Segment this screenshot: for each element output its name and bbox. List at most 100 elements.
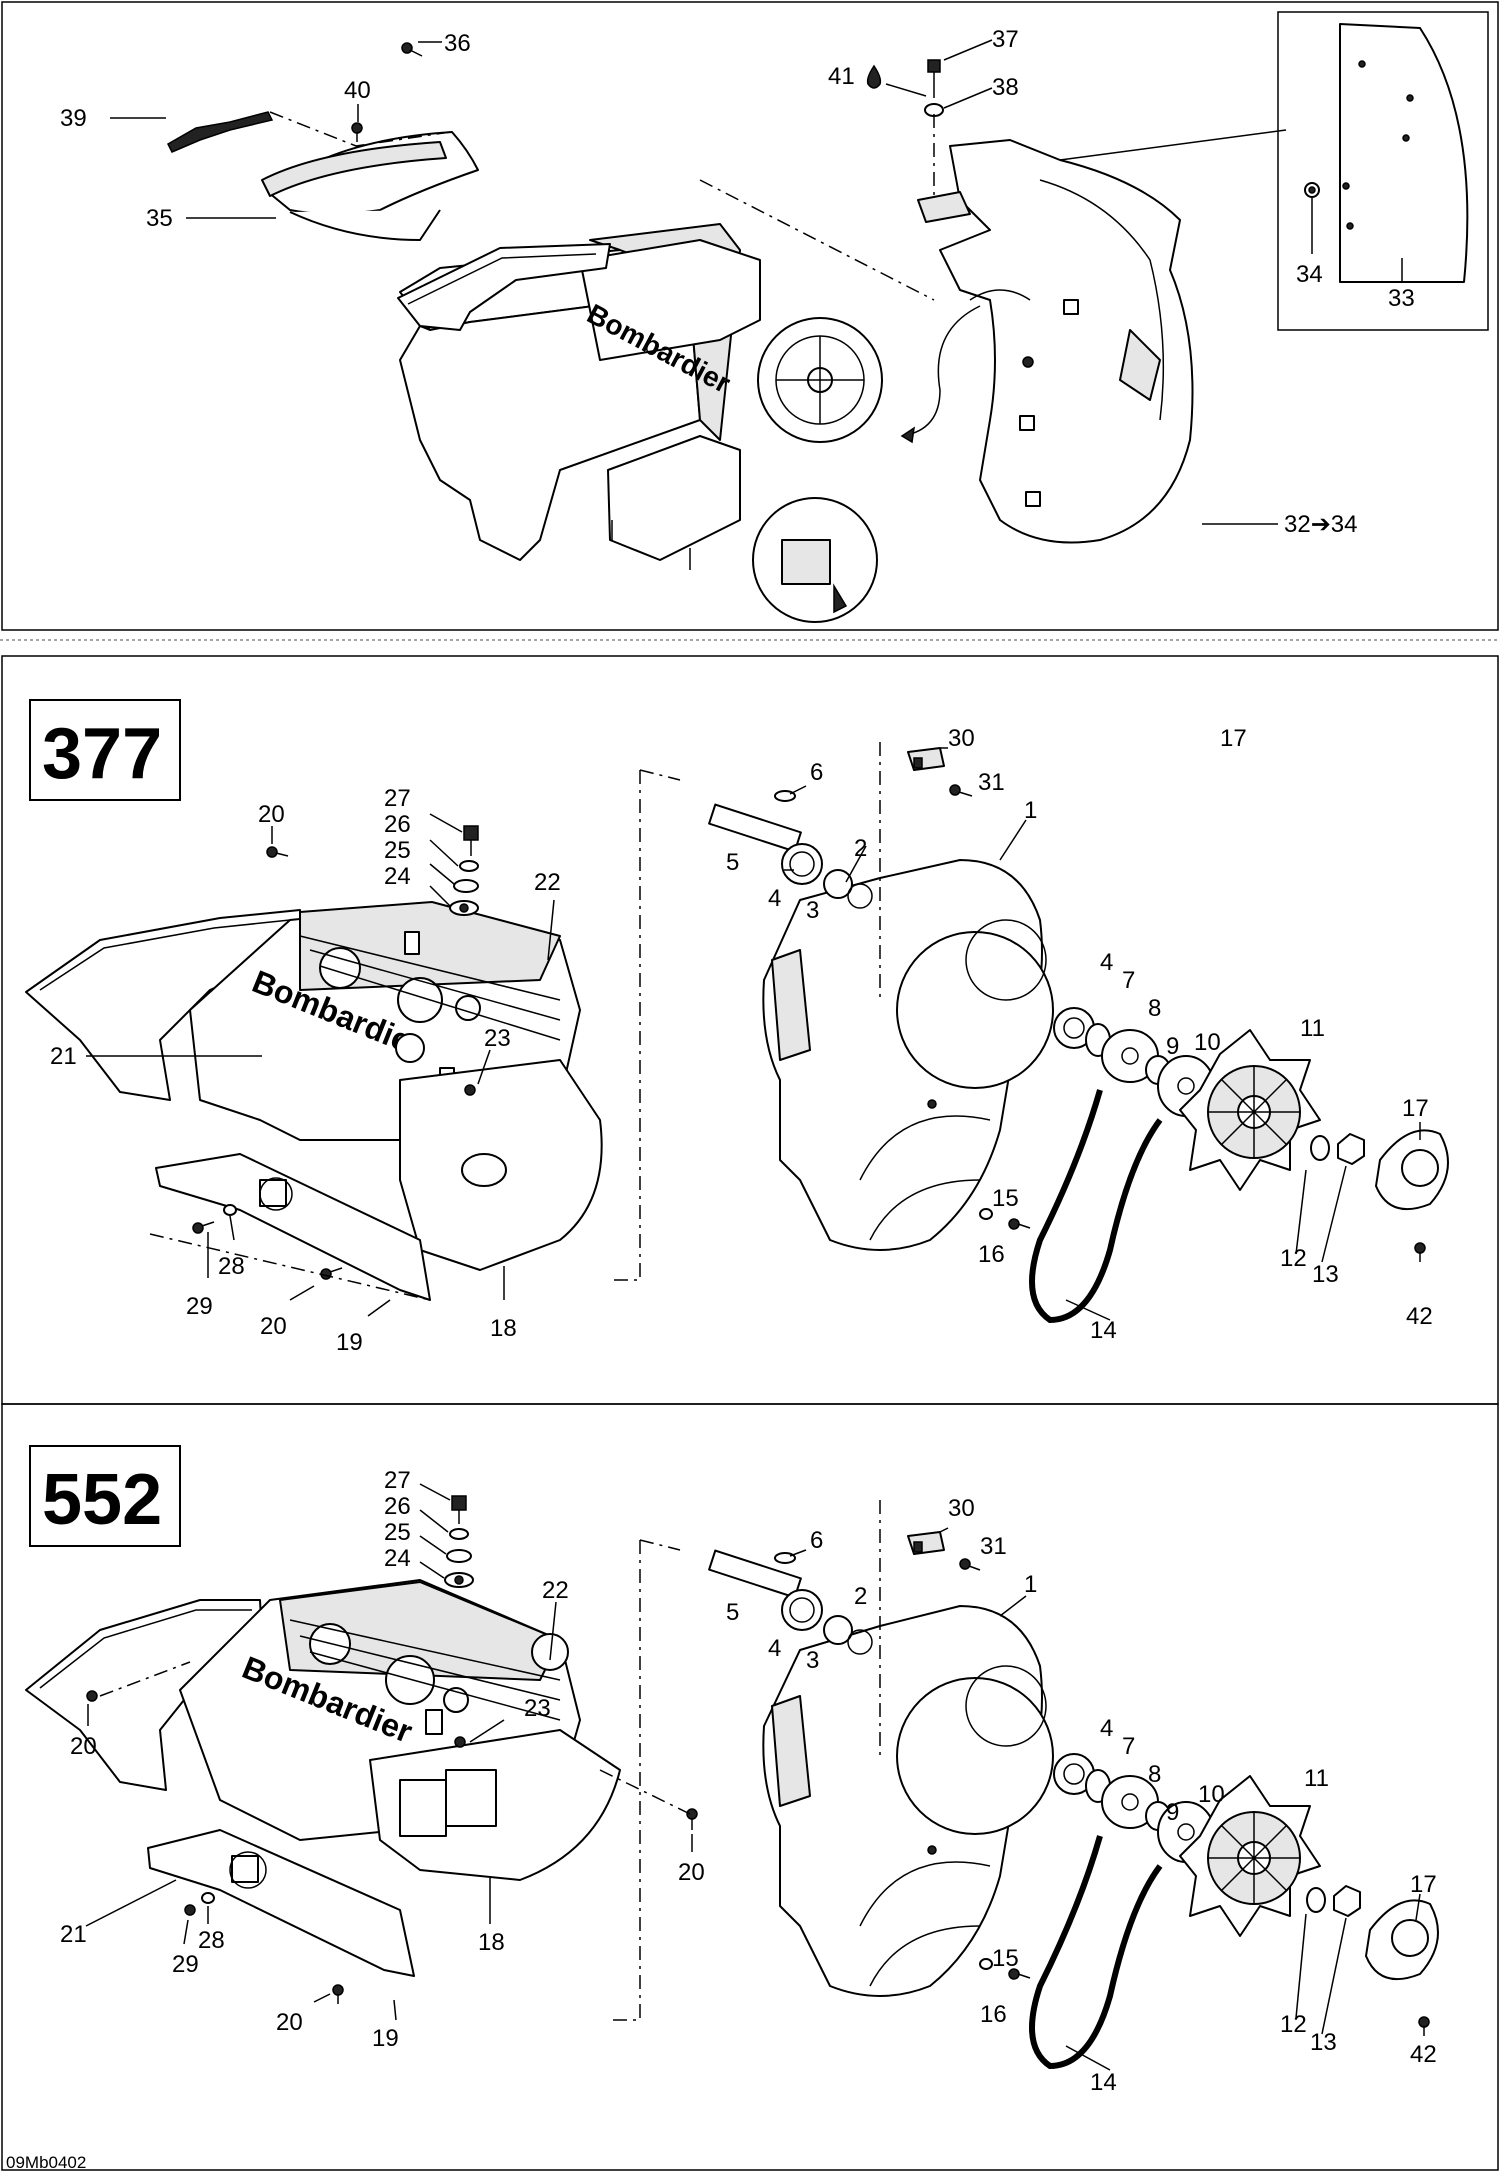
callout-8-377: 8 [1148, 995, 1161, 1022]
hardware-stack-552 [444, 1495, 474, 1588]
callout-32-34: 32➔34 [1284, 511, 1358, 538]
washer-28-377 [223, 1204, 237, 1216]
intake-bracket [167, 111, 274, 153]
nut-13-377 [1337, 1133, 1365, 1165]
screw-31-377 [949, 784, 973, 797]
callout-16-377: 16 [978, 1241, 1005, 1268]
callout-13-552: 13 [1310, 2029, 1337, 2056]
belt-14-377 [1029, 1089, 1163, 1324]
screw-42-552 [1418, 2016, 1430, 2036]
callout-20-552-a: 20 [70, 1733, 97, 1760]
callout-36: 36 [444, 30, 471, 57]
support-bracket-377 [155, 1153, 431, 1301]
bearing-4-377 [1053, 1007, 1095, 1049]
callout-22-552: 22 [542, 1577, 569, 1604]
callout-19-377: 19 [336, 1329, 363, 1356]
callout-24-377: 24 [384, 863, 411, 890]
inset-frame [1277, 11, 1489, 331]
callout-37: 37 [992, 26, 1019, 53]
callout-16-552: 16 [980, 2001, 1007, 2028]
callout-14-552: 14 [1090, 2069, 1117, 2096]
callout-19-552: 19 [372, 2025, 399, 2052]
routing-arrowhead [900, 426, 915, 444]
model-box-552 [29, 1445, 181, 1547]
callout-29-377: 29 [186, 1293, 213, 1320]
callout-20-552-b: 20 [678, 1859, 705, 1886]
callout-15-377: 15 [992, 1185, 1019, 1212]
panel-377: 377 Bombardier [1, 655, 1499, 1405]
callout-15-552: 15 [992, 1945, 1019, 1972]
callout-18-552: 18 [478, 1929, 505, 1956]
callout-33: 33 [1388, 285, 1415, 312]
oil-drop-icon [866, 64, 882, 89]
nut-13-552 [1333, 1885, 1361, 1917]
callout-23-377: 23 [484, 1025, 511, 1052]
fan-housing-377 [762, 859, 1054, 1251]
screw-37 [927, 59, 941, 98]
belt-14-552 [1029, 1835, 1163, 2070]
assembly-line-552-d [599, 1769, 691, 1815]
callout-21-377: 21 [50, 1043, 77, 1070]
callout-17-377: 17 [1402, 1095, 1429, 1122]
callout-2-377: 2 [854, 835, 867, 862]
callout-35: 35 [146, 205, 173, 232]
callout-24-552: 24 [384, 1545, 411, 1572]
callout-30-552: 30 [948, 1495, 975, 1522]
callout-25-377: 25 [384, 837, 411, 864]
screw-31-552 [959, 1558, 981, 1571]
callout-31-377: 31 [978, 769, 1005, 796]
screw-20-552-c [332, 1984, 344, 2004]
model-label-552: 552 [42, 1460, 162, 1540]
callout-40: 40 [344, 77, 371, 104]
screw-20-552-a [86, 1690, 98, 1702]
callout-38: 38 [992, 74, 1019, 101]
callout-41: 41 [828, 63, 855, 90]
panel-552: 552 Bombardier [1, 1403, 1499, 2171]
callout-17-top-377: 17 [1220, 725, 1247, 752]
clip-30-552 [907, 1531, 945, 1555]
callout-11-377: 11 [1300, 1015, 1325, 1042]
callout-4-552-a: 4 [768, 1635, 781, 1662]
screw-36 [401, 42, 423, 57]
callout-7-377: 7 [1122, 967, 1135, 994]
callout-10-552: 10 [1198, 1781, 1225, 1808]
callout-3-552: 3 [806, 1647, 819, 1674]
callout-13-377: 13 [1312, 1261, 1339, 1288]
inset-connector-line [1059, 129, 1287, 161]
callout-5-377: 5 [726, 849, 739, 876]
panel-top: Bombardier [1, 1, 1499, 631]
exhaust-shield-552 [369, 1729, 621, 1881]
callout-9-377: 9 [1166, 1033, 1179, 1060]
washer-12-377 [1310, 1135, 1330, 1161]
callout-39: 39 [60, 105, 87, 132]
fan-11-552 [1179, 1775, 1321, 1937]
screw-16-377 [979, 1208, 1031, 1230]
callout-5-552: 5 [726, 1599, 739, 1626]
panel-552-frame [1, 1403, 1499, 2171]
engine-assembly: Bombardier [399, 223, 883, 623]
callout-26-552: 26 [384, 1493, 411, 1520]
assembly-line-377-a [610, 769, 681, 1281]
fan-housing-552 [762, 1605, 1054, 1997]
callout-23-552: 23 [524, 1695, 551, 1722]
callout-4-552-b: 4 [1100, 1715, 1113, 1742]
callout-28-377: 28 [218, 1253, 245, 1280]
drive-shaft-377 [708, 803, 873, 909]
callout-20-377-a: 20 [258, 801, 285, 828]
callout-18-377: 18 [490, 1315, 517, 1342]
callout-26-377: 26 [384, 811, 411, 838]
callout-7-552: 7 [1122, 1733, 1135, 1760]
screw-20-377-a [266, 846, 289, 858]
screw-42-377 [1414, 1242, 1426, 1262]
washer-28-552 [201, 1892, 215, 1904]
callout-29-552: 29 [172, 1951, 199, 1978]
callout-42-552: 42 [1410, 2041, 1437, 2068]
model-box-377 [29, 699, 181, 801]
callout-14-377: 14 [1090, 1317, 1117, 1344]
callout-27-377: 27 [384, 785, 411, 812]
callout-34: 34 [1296, 261, 1323, 288]
callout-20-377-b: 20 [260, 1313, 287, 1340]
callout-28-552: 28 [198, 1927, 225, 1954]
callout-9-552: 9 [1166, 1799, 1179, 1826]
